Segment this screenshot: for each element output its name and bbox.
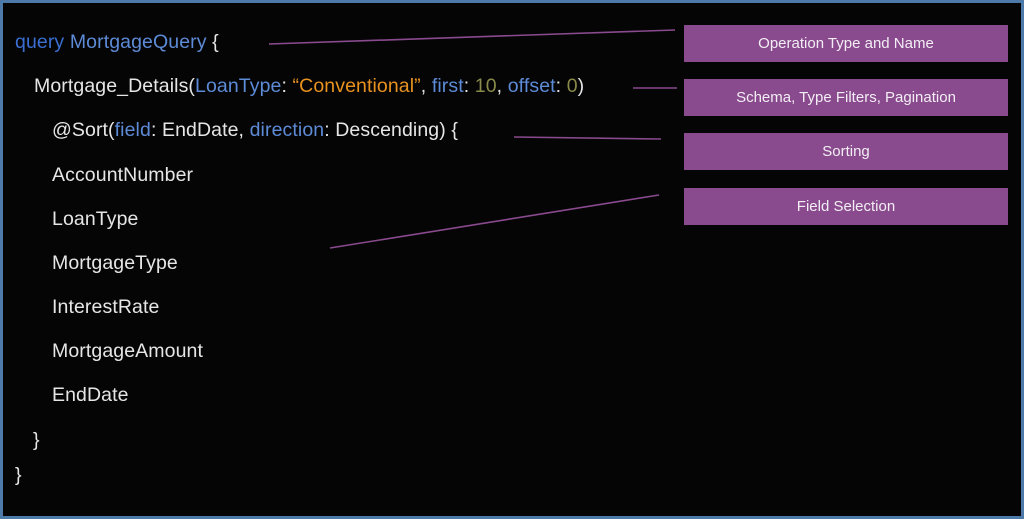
- code-line-mortgage-details: Mortgage_Details(LoanType: “Conventional…: [34, 75, 584, 97]
- code-token-punct: :: [555, 75, 567, 97]
- annotation-box-field-selection: Field Selection: [684, 188, 1008, 225]
- code-token-plain: @Sort(: [52, 119, 115, 141]
- code-token-string: “Conventional”: [292, 75, 421, 97]
- code-token-arg: offset: [507, 75, 556, 97]
- code-line-field-loantype: LoanType: [52, 208, 138, 230]
- code-token-plain: : EndDate,: [150, 119, 250, 141]
- code-line-close-outer: }: [15, 464, 22, 486]
- code-token-punct: :: [463, 75, 475, 97]
- code-token-opname: MortgageQuery: [69, 31, 207, 53]
- code-line-query-declaration: query MortgageQuery {: [15, 31, 219, 53]
- code-token-number: 10: [474, 75, 497, 97]
- annotation-label-text: Field Selection: [796, 198, 896, 215]
- code-token-plain: }: [33, 429, 40, 451]
- code-token-number: 0: [566, 75, 578, 97]
- annotation-label-text: Schema, Type Filters, Pagination: [736, 89, 956, 106]
- code-line-field-mortgageamount: MortgageAmount: [52, 340, 203, 362]
- code-token-plain: : Descending) {: [324, 119, 458, 141]
- annotation-label-text: Sorting: [822, 143, 870, 160]
- annotation-label-text: Operation Type and Name: [758, 35, 934, 52]
- annotation-box-sorting: Sorting: [684, 133, 1008, 170]
- code-token-punct: ): [577, 75, 585, 97]
- code-line-field-mortgagetype: MortgageType: [52, 252, 178, 274]
- code-token-punct: ,: [420, 75, 432, 97]
- code-line-field-enddate: EndDate: [52, 384, 129, 406]
- code-token-arg: LoanType: [195, 75, 282, 97]
- code-token-punct: {: [206, 31, 219, 53]
- code-token-punct: ,: [496, 75, 508, 97]
- code-token-plain: EndDate: [52, 384, 129, 406]
- annotation-box-operation-type-and-name: Operation Type and Name: [684, 25, 1008, 62]
- code-line-field-accountnumber: AccountNumber: [52, 164, 193, 186]
- graphql-code-block: query MortgageQuery { Mortgage_Details(L…: [3, 3, 673, 516]
- code-token-punct: :: [281, 75, 293, 97]
- code-token-plain: }: [15, 464, 22, 486]
- code-token-plain: MortgageAmount: [52, 340, 203, 362]
- code-line-field-interestrate: InterestRate: [52, 296, 159, 318]
- code-token-arg: direction: [249, 119, 325, 141]
- code-token-plain: Mortgage_Details(: [34, 75, 196, 97]
- code-line-sort-directive: @Sort(field: EndDate, direction: Descend…: [52, 119, 458, 141]
- code-token-arg: first: [431, 75, 464, 97]
- code-token-arg: field: [114, 119, 151, 141]
- code-token-plain: LoanType: [52, 208, 139, 230]
- code-token-keyword: query: [15, 31, 65, 53]
- code-token-plain: MortgageType: [52, 252, 178, 274]
- annotation-box-schema-type-filters-pagination: Schema, Type Filters, Pagination: [684, 79, 1008, 116]
- code-line-close-inner: }: [33, 429, 40, 451]
- code-token-plain: AccountNumber: [52, 164, 194, 186]
- code-token-plain: InterestRate: [52, 296, 160, 318]
